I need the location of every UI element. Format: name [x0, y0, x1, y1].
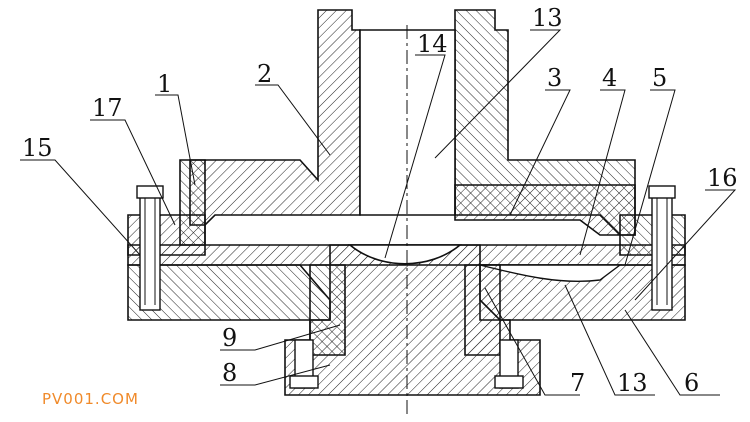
- screw-left-bottom: [289, 339, 319, 389]
- part-2-upper-body-left: [189, 9, 361, 226]
- label-5: 5: [652, 64, 667, 92]
- label-7: 7: [570, 369, 585, 397]
- bolt-right: [648, 185, 676, 311]
- part-9-wall: [309, 264, 346, 356]
- leader-17: [90, 119, 176, 226]
- screw-right-bottom: [494, 339, 524, 389]
- label-6: 6: [684, 369, 699, 397]
- label-3: 3: [547, 64, 562, 92]
- leader-5: [624, 89, 676, 266]
- leader-15: [20, 159, 141, 256]
- label-4: 4: [602, 64, 617, 92]
- leader-16: [634, 189, 737, 301]
- label-1: 1: [157, 70, 172, 98]
- label-16: 16: [707, 164, 738, 192]
- leader-13a: [434, 29, 562, 159]
- leader-2: [255, 84, 331, 156]
- leader-9: [220, 324, 341, 351]
- leader-4: [579, 89, 626, 256]
- label-9: 9: [222, 324, 237, 352]
- leader-1: [155, 94, 196, 186]
- leader-3: [509, 89, 571, 216]
- leader-6: [624, 309, 720, 396]
- label-8: 8: [222, 359, 237, 387]
- part-14-dome: [347, 244, 463, 265]
- label-17: 17: [92, 94, 123, 122]
- leader-14: [384, 54, 446, 259]
- watermark-text: PV001.COM: [42, 390, 139, 408]
- leader-7: [484, 287, 580, 396]
- leader-8: [220, 364, 331, 386]
- label-14: 14: [417, 30, 448, 58]
- bolt-left: [136, 185, 164, 311]
- label-15: 15: [22, 134, 53, 162]
- label-13-bottom: 13: [617, 369, 648, 397]
- label-2: 2: [257, 60, 272, 88]
- part-7-wall: [464, 264, 501, 356]
- label-13-top: 13: [532, 4, 563, 32]
- part-3-inner-ring: [454, 184, 636, 236]
- leader-13b: [564, 284, 655, 396]
